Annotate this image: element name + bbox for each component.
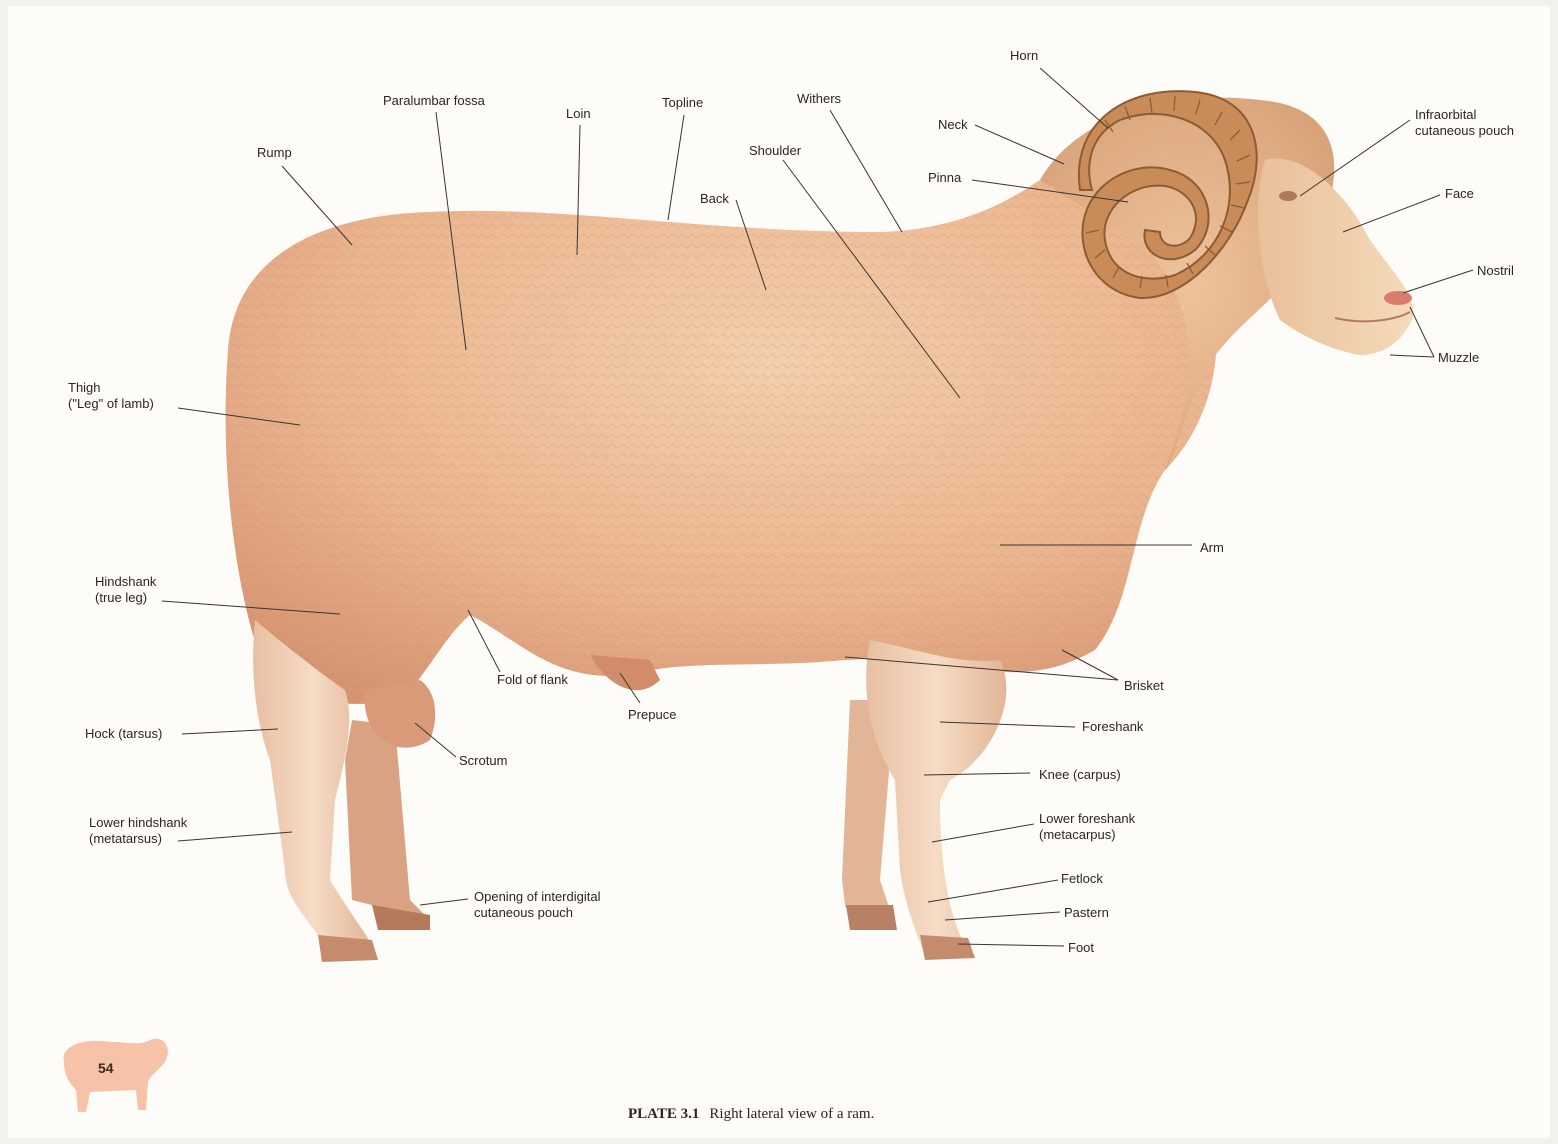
label-thigh-line-1: Thigh (68, 380, 154, 396)
label-prepuce: Prepuce (628, 707, 676, 723)
label-lower-foreshank: Lower foreshank (metacarpus) (1039, 811, 1135, 843)
figure-caption: PLATE 3.1 Right lateral view of a ram. (628, 1106, 874, 1123)
label-interdigital-line-1: Opening of interdigital (474, 889, 600, 905)
label-horn: Horn (1010, 48, 1038, 64)
label-nostril: Nostril (1477, 263, 1514, 279)
label-foot: Foot (1068, 940, 1094, 956)
label-arm: Arm (1200, 540, 1224, 556)
label-interdigital-pouch: Opening of interdigital cutaneous pouch (474, 889, 600, 921)
label-infraorbital-line-2: cutaneous pouch (1415, 123, 1514, 139)
label-thigh: Thigh ("Leg" of lamb) (68, 380, 154, 412)
label-hindshank-line-2: (true leg) (95, 590, 156, 606)
label-hindshank: Hindshank (true leg) (95, 574, 156, 606)
label-neck: Neck (938, 117, 968, 133)
label-lower-foreshank-line-2: (metacarpus) (1039, 827, 1135, 843)
label-withers: Withers (797, 91, 841, 107)
label-thigh-line-2: ("Leg" of lamb) (68, 396, 154, 412)
caption-label: PLATE 3.1 (628, 1106, 699, 1122)
label-shoulder: Shoulder (749, 143, 801, 159)
label-infraorbital-line-1: Infraorbital (1415, 107, 1514, 123)
label-muzzle: Muzzle (1438, 350, 1479, 366)
wool-texture (226, 178, 1217, 704)
face-shape (1258, 158, 1414, 355)
nostril-shape (1384, 291, 1412, 305)
label-fetlock: Fetlock (1061, 871, 1103, 887)
label-fold-of-flank: Fold of flank (497, 672, 568, 688)
label-pastern: Pastern (1064, 905, 1109, 921)
label-hock: Hock (tarsus) (85, 726, 162, 742)
label-hindshank-line-1: Hindshank (95, 574, 156, 590)
label-scrotum: Scrotum (459, 753, 507, 769)
label-foreshank: Foreshank (1082, 719, 1143, 735)
label-paralumbar-fossa: Paralumbar fossa (383, 93, 485, 109)
label-topline: Topline (662, 95, 703, 111)
label-lower-foreshank-line-1: Lower foreshank (1039, 811, 1135, 827)
label-rump: Rump (257, 145, 292, 161)
label-infraorbital-pouch: Infraorbital cutaneous pouch (1415, 107, 1514, 139)
label-lower-hindshank-line-1: Lower hindshank (89, 815, 187, 831)
sheep-silhouette-icon (64, 1039, 168, 1112)
label-loin: Loin (566, 106, 591, 122)
label-face: Face (1445, 186, 1474, 202)
label-lower-hindshank-line-2: (metatarsus) (89, 831, 187, 847)
caption-text: Right lateral view of a ram. (709, 1106, 874, 1122)
label-lower-hindshank: Lower hindshank (metatarsus) (89, 815, 187, 847)
label-pinna: Pinna (928, 170, 961, 186)
eye-shape (1279, 191, 1297, 201)
far-hind-leg (345, 720, 430, 930)
label-interdigital-line-2: cutaneous pouch (474, 905, 600, 921)
label-knee: Knee (carpus) (1039, 767, 1121, 783)
label-brisket: Brisket (1124, 678, 1164, 694)
label-back: Back (700, 191, 729, 207)
page-number: 54 (98, 1060, 114, 1076)
